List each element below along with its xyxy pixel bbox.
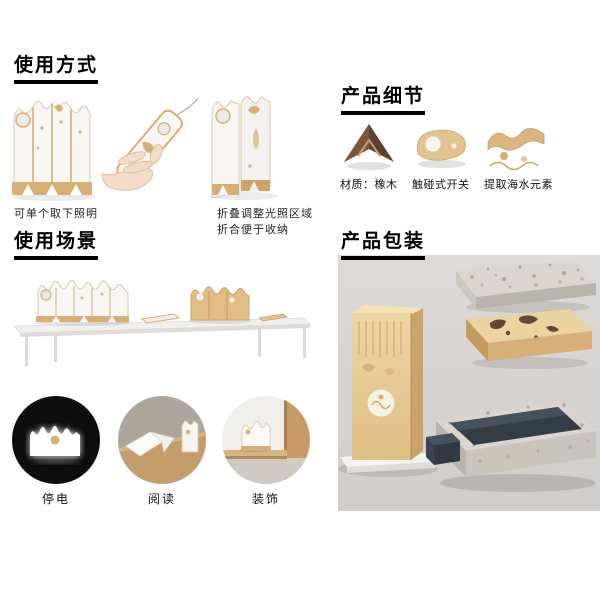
details-section-heading: 产品细节 (341, 86, 425, 115)
packaging-wood-box (466, 309, 592, 369)
packaging-tall-box (338, 305, 438, 477)
scene-decoration-image (222, 396, 310, 484)
package-logo-icon (366, 388, 396, 418)
packaging-render-image (338, 255, 600, 511)
detail-material-image (344, 124, 394, 170)
usage-heading-underline (14, 80, 98, 84)
packaging-dark-block (426, 433, 460, 465)
scene-table-image (13, 279, 311, 366)
scene-label-blackout: 停电 (41, 492, 70, 506)
scenes-section-title: 使用场景 (14, 231, 99, 252)
usage-caption-right-line2: 折合便于收纳 (217, 224, 289, 236)
wave-icon (489, 161, 539, 171)
touch-switch-icon (424, 135, 442, 153)
packaging-open-box (436, 401, 596, 492)
scene-label-decoration: 装饰 (251, 492, 280, 506)
scenes-heading-underline (14, 256, 98, 260)
scene-blackout-image (12, 396, 100, 484)
detail-label-switch: 触碰式开关 (412, 179, 470, 191)
usage-screen-front-image (12, 101, 96, 201)
mirror-circle-icon (215, 108, 231, 124)
hand-icon (101, 144, 163, 191)
detail-label-seawater: 提取海水元素 (484, 179, 553, 191)
usage-caption-right-line1: 折叠调整光照区域 (217, 208, 313, 220)
packaging-section-title: 产品包装 (341, 231, 426, 252)
usage-screen-folded-image (210, 96, 278, 200)
packaging-heading-underline (341, 256, 425, 260)
packaging-section-heading: 产品包装 (341, 231, 425, 260)
mirror-circle-icon (15, 112, 31, 128)
details-heading-underline (341, 111, 425, 115)
packaging-lid (456, 260, 596, 313)
scene-reading-image (118, 396, 206, 484)
usage-caption-left: 可单个取下照明 (14, 208, 98, 220)
usage-section-title: 使用方式 (14, 55, 99, 76)
usage-hand-panel-image (101, 97, 199, 191)
scene-label-reading: 阅读 (147, 492, 176, 506)
detail-wave-image (487, 128, 545, 171)
detail-label-material: 材质：橡木 (340, 179, 398, 191)
usage-section-heading: 使用方式 (14, 55, 98, 84)
scenes-section-heading: 使用场景 (14, 231, 98, 260)
details-section-title: 产品细节 (341, 86, 426, 107)
detail-switch-image (416, 129, 466, 168)
